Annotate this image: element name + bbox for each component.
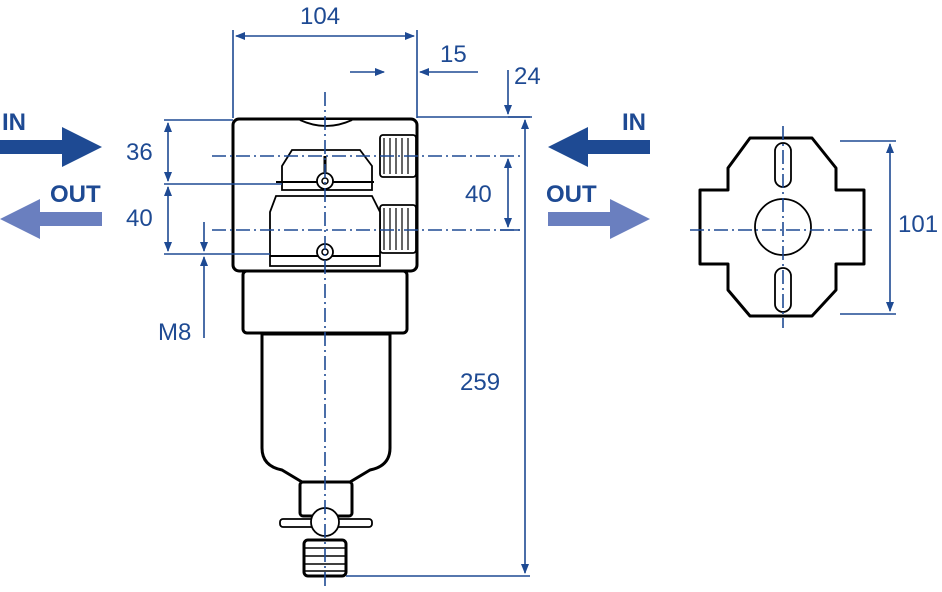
right-out-label: OUT: [546, 181, 597, 208]
left-in-arrow: [0, 127, 102, 167]
dim-top-offset: 24: [514, 63, 541, 90]
left-out-arrow: [0, 199, 102, 239]
outlet-port: [379, 204, 417, 254]
drain-valve: [279, 507, 373, 578]
dim-port-offset: 15: [440, 41, 467, 68]
dim-lower-spacing: 40: [126, 205, 153, 232]
front-dimension-lines: [164, 30, 532, 590]
filter-side-view: [690, 126, 896, 328]
top-knob: [299, 119, 353, 127]
dim-side-width: 101: [898, 211, 938, 238]
dim-top-width: 104: [300, 3, 340, 30]
dim-upper-spacing: 36: [126, 139, 153, 166]
right-in-arrow: [548, 127, 650, 167]
left-in-label: IN: [2, 109, 26, 136]
dim-mount-thread: M8: [158, 319, 191, 346]
right-out-arrow: [548, 199, 650, 239]
filter-bowl: [260, 332, 392, 484]
right-in-label: IN: [622, 109, 646, 136]
left-out-label: OUT: [50, 181, 101, 208]
dim-port-spacing: 40: [465, 181, 492, 208]
dim-total-height: 259: [460, 369, 500, 396]
